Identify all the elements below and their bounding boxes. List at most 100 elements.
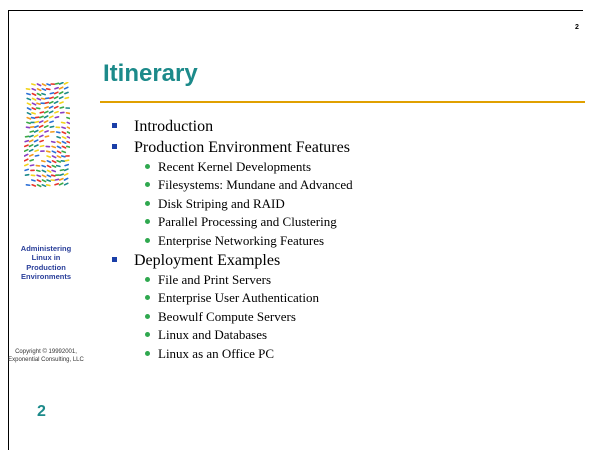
logo-stroke xyxy=(53,91,59,95)
logo-stroke xyxy=(56,160,62,163)
logo-stroke xyxy=(64,96,70,100)
logo-stroke xyxy=(53,96,59,100)
logo-stroke xyxy=(51,164,57,168)
logo-stroke xyxy=(26,97,32,101)
logo-stroke xyxy=(61,126,66,130)
logo-stroke xyxy=(34,149,40,152)
logo-stroke xyxy=(56,140,62,144)
logo-stroke xyxy=(41,83,47,87)
logo-stroke xyxy=(59,101,64,105)
logo-stroke xyxy=(66,131,70,135)
logo-stroke xyxy=(46,164,52,168)
slide-title: Itinerary xyxy=(103,60,198,87)
logo-stroke xyxy=(24,148,29,152)
logo-stroke xyxy=(28,153,34,157)
logo-stroke xyxy=(45,184,51,187)
logo-stroke xyxy=(36,88,42,92)
logo-stroke xyxy=(26,111,32,116)
logo-stroke xyxy=(56,135,62,139)
logo-stroke xyxy=(61,135,67,140)
logo-stroke xyxy=(53,100,59,105)
logo-stroke xyxy=(61,140,67,144)
outline-subitem: Parallel Processing and Clustering xyxy=(145,213,580,231)
logo-stroke xyxy=(58,182,64,186)
copyright-notice: Copyright © 19992001, Exponential Consul… xyxy=(8,349,84,364)
logo-stroke xyxy=(58,177,64,181)
course-title: Administering Linux in Production Enviro… xyxy=(20,244,72,282)
logo-stroke xyxy=(44,106,49,109)
logo-stroke xyxy=(53,105,59,109)
logo-stroke xyxy=(26,121,31,125)
logo-stroke xyxy=(54,86,59,90)
logo-stroke xyxy=(50,174,56,177)
logo-stroke xyxy=(41,179,47,183)
slide-frame-top-edge xyxy=(8,10,583,11)
logo-stroke xyxy=(25,126,31,129)
logo-stroke xyxy=(45,150,51,153)
logo-stroke xyxy=(26,102,32,106)
logo-stroke xyxy=(60,121,66,124)
corner-slide-number: 2 xyxy=(575,24,579,31)
logo-stroke xyxy=(28,144,34,148)
logo-stroke xyxy=(48,110,54,114)
logo-stroke xyxy=(24,168,30,172)
logo-stroke xyxy=(63,182,69,186)
logo-stroke xyxy=(46,83,52,86)
slide-frame-left-edge xyxy=(8,10,9,450)
logo-stroke xyxy=(66,135,70,139)
logo-stroke xyxy=(28,139,34,143)
logo-stroke xyxy=(58,96,64,100)
logo-stroke xyxy=(31,111,36,115)
logo-stroke xyxy=(26,116,32,120)
logo-stroke xyxy=(31,102,37,106)
colorful-wave-logo-icon xyxy=(24,82,70,188)
logo-stroke xyxy=(54,178,60,181)
logo-stroke xyxy=(63,177,69,181)
outline-section-heading: Production Environment Features xyxy=(110,138,580,158)
logo-stroke xyxy=(64,163,70,167)
logo-stroke xyxy=(46,160,52,164)
logo-stroke xyxy=(63,82,69,85)
logo-stroke xyxy=(43,115,49,119)
logo-stroke xyxy=(63,168,69,172)
logo-stroke xyxy=(54,82,60,85)
logo-stroke xyxy=(24,173,30,176)
logo-stroke xyxy=(39,139,44,143)
logo-stroke xyxy=(41,174,47,178)
logo-stroke xyxy=(38,129,44,133)
logo-stroke xyxy=(44,135,50,138)
logo-stroke xyxy=(49,96,54,100)
logo-stroke xyxy=(49,120,54,124)
logo-stroke xyxy=(46,155,52,158)
page-number: 2 xyxy=(37,403,46,420)
logo-stroke xyxy=(41,92,46,96)
logo-stroke xyxy=(24,163,29,167)
outline-subitem: Linux as an Office PC xyxy=(145,345,580,363)
logo-stroke xyxy=(65,145,70,149)
logo-stroke xyxy=(39,144,45,148)
logo-stroke xyxy=(66,121,70,125)
logo-stroke xyxy=(39,111,45,114)
logo-stroke xyxy=(35,169,41,173)
logo-stroke xyxy=(61,145,67,149)
logo-stroke xyxy=(29,158,35,162)
logo-stroke xyxy=(55,131,61,134)
logo-stroke xyxy=(41,169,47,173)
logo-stroke xyxy=(36,184,42,188)
logo-stroke xyxy=(29,134,34,138)
logo-stroke xyxy=(39,115,44,119)
logo-stroke xyxy=(58,86,64,90)
logo-stroke xyxy=(66,116,70,120)
logo-stroke xyxy=(63,172,69,176)
logo-stroke xyxy=(56,145,62,149)
logo-stroke xyxy=(36,179,42,183)
logo-stroke xyxy=(48,100,54,105)
logo-stroke xyxy=(44,130,49,133)
logo-stroke xyxy=(24,144,29,148)
logo-stroke xyxy=(33,129,39,133)
logo-stroke xyxy=(56,155,62,159)
logo-stroke xyxy=(51,145,57,149)
logo-stroke xyxy=(30,116,36,119)
